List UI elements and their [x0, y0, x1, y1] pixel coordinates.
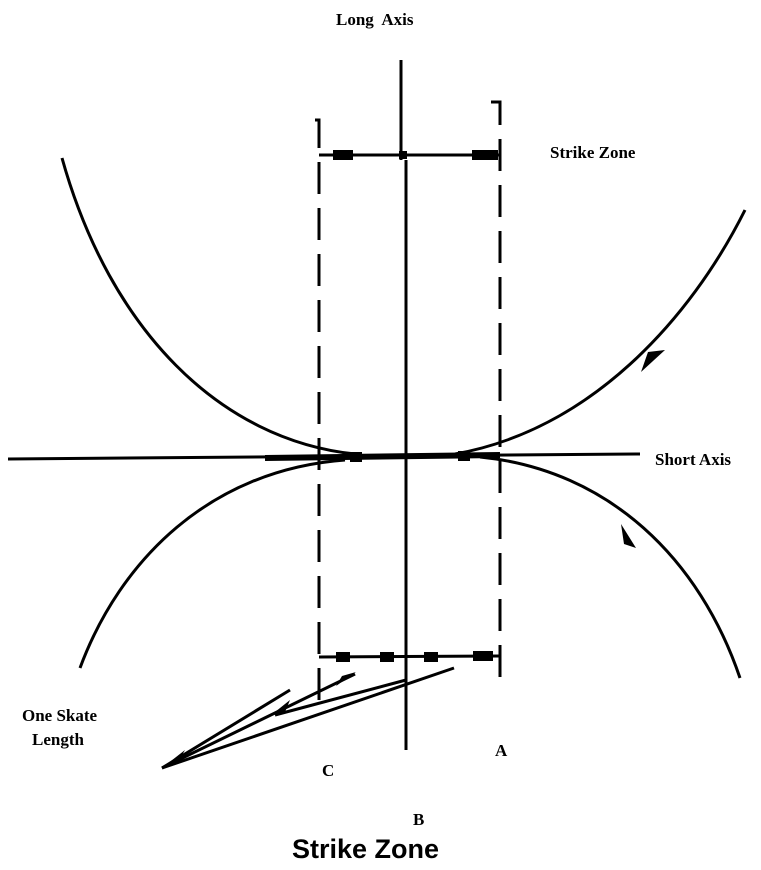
- lower-right-arrowhead: [621, 524, 636, 548]
- upper-right-arrowhead: [641, 350, 665, 372]
- skate-pointer-arrowhead: [162, 750, 185, 768]
- bottom-marker-4: [473, 651, 493, 661]
- axis-marker-left: [350, 452, 362, 462]
- bottom-marker-2: [380, 652, 394, 662]
- axis-marker-right: [458, 451, 470, 461]
- skate-length-arrowhead-1: [270, 700, 290, 716]
- pointer-line-long: [161, 666, 455, 770]
- pointer-line-short: [161, 672, 356, 770]
- pointer-line-baseline: [274, 678, 407, 717]
- diagram-caption: Strike Zone: [292, 834, 440, 864]
- strike-zone-left-boundary: [315, 118, 321, 712]
- point-a-label: A: [495, 741, 508, 760]
- bottom-marker-1: [336, 652, 350, 662]
- long-axis-label: Long Axis: [336, 10, 414, 29]
- strike-zone-top-label: Strike Zone: [550, 143, 636, 162]
- upper-left-curve: [60, 157, 356, 456]
- lower-right-curve: [479, 455, 742, 679]
- skate-length-arrowhead-2: [336, 672, 356, 686]
- upper-right-curve: [454, 209, 747, 456]
- point-b-label: B: [413, 810, 425, 829]
- one-skate-length-label-line1: One Skate: [22, 706, 98, 725]
- top-marker-center: [399, 151, 407, 159]
- short-axis-label: Short Axis: [655, 450, 732, 469]
- pointer-line-upper: [161, 688, 291, 770]
- top-marker-left: [333, 150, 353, 160]
- strike-zone-right-boundary: [491, 100, 502, 688]
- point-c-label: C: [322, 761, 335, 780]
- bottom-marker-3: [424, 652, 438, 662]
- lower-left-curve: [78, 458, 346, 669]
- top-marker-right: [472, 150, 498, 160]
- one-skate-length-label-line2: Length: [32, 730, 84, 749]
